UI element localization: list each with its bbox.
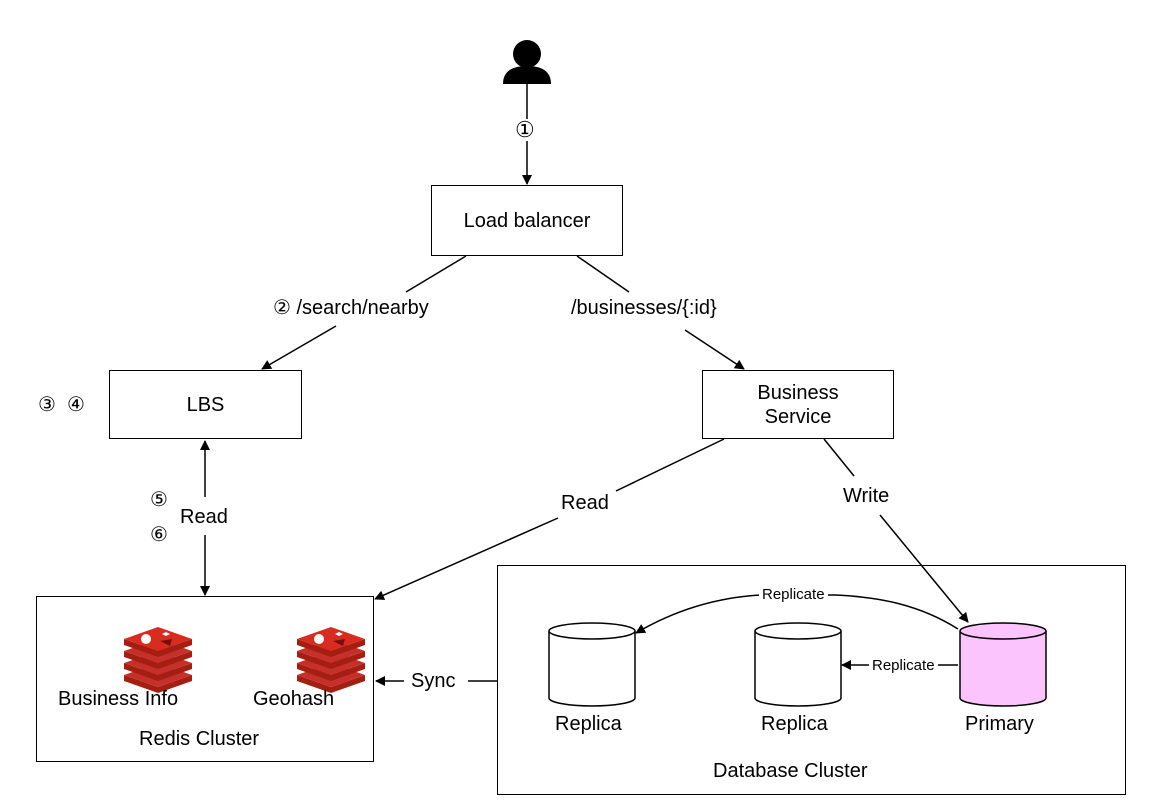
database-cluster-label: Database Cluster — [713, 760, 868, 782]
replica-2-label: Replica — [761, 713, 828, 735]
search-nearby-label: ② /search/nearby — [273, 297, 429, 319]
edge-lb-to-bs-top — [576, 255, 630, 293]
edge-bs-write-bottom — [879, 514, 969, 623]
edge-lb-to-lbs-top — [405, 255, 467, 293]
business-service-node[interactable]: Business Service — [702, 370, 894, 439]
business-info-label: Business Info — [58, 688, 179, 710]
step-5-label: ⑤ — [150, 489, 168, 511]
bs-read-label: Read — [561, 492, 609, 514]
sync-label: Sync — [411, 670, 456, 692]
redis-icon — [124, 627, 192, 693]
geohash-label: Geohash — [253, 688, 335, 710]
database-cluster — [497, 565, 1126, 795]
step-1-label: ① — [515, 117, 535, 142]
lbs-label: LBS — [186, 393, 225, 416]
edge-bs-write-top — [823, 438, 855, 477]
edge-lb-to-lbs-bottom — [261, 325, 337, 370]
replica-1-label: Replica — [555, 713, 622, 735]
lbs-steps-label: ③ ④ — [38, 394, 85, 416]
business-service-label: Business Service — [757, 381, 839, 428]
edge-bs-read-top — [615, 438, 725, 492]
replica-1-cylinder — [548, 622, 636, 707]
redis-cluster — [36, 596, 374, 762]
replicate-top-label: Replicate — [759, 586, 828, 604]
step-6-label: ⑥ — [150, 524, 168, 546]
primary-cylinder — [959, 622, 1047, 707]
bs-write-label: Write — [843, 485, 890, 507]
redis-icon — [297, 627, 365, 693]
lbs-read-label: Read — [180, 506, 228, 528]
businesses-id-label: /businesses/{:id} — [571, 297, 717, 319]
primary-label: Primary — [965, 713, 1034, 735]
user-icon — [503, 40, 551, 84]
replicate-mid-label: Replicate — [869, 657, 938, 675]
lbs-node[interactable]: LBS — [109, 370, 302, 439]
load-balancer-node[interactable]: Load balancer — [431, 185, 623, 256]
load-balancer-label: Load balancer — [463, 209, 591, 232]
redis-cluster-label: Redis Cluster — [139, 728, 260, 750]
edge-bs-read-bottom — [374, 517, 559, 600]
replica-2-cylinder — [754, 622, 842, 707]
edge-lb-to-bs-bottom — [684, 329, 745, 370]
